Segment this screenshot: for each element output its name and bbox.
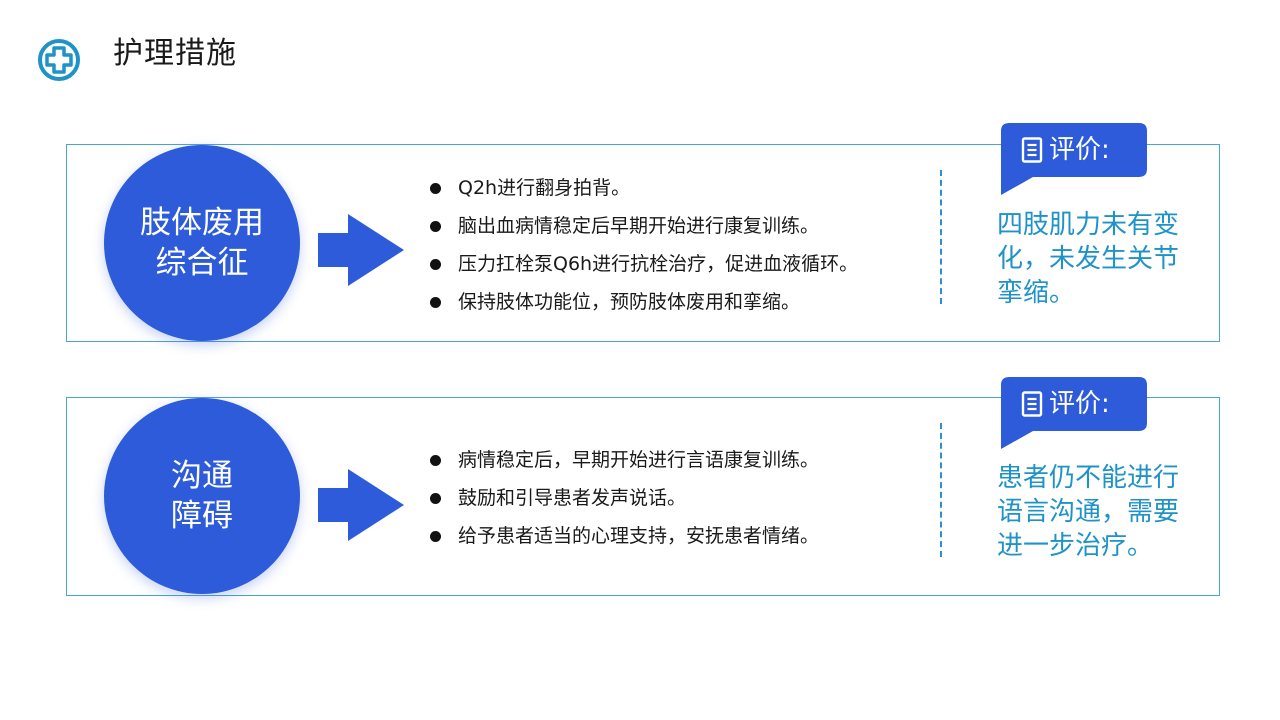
right-arrow-icon bbox=[318, 469, 404, 541]
topic-line-2: 障碍 bbox=[171, 498, 233, 534]
document-icon bbox=[1021, 391, 1043, 417]
topic-circle-limb-disuse: 肢体废用 综合征 bbox=[104, 145, 300, 341]
evaluation-text: 患者仍不能进行语言沟通，需要进一步治疗。 bbox=[997, 463, 1180, 561]
list-item: 压力扛栓泵Q6h进行抗栓治疗，促进血液循环。 bbox=[428, 251, 858, 277]
medical-cross-icon bbox=[37, 38, 81, 82]
topic-circle-communication: 沟通 障碍 bbox=[104, 398, 300, 594]
right-arrow-icon bbox=[318, 214, 404, 286]
document-icon bbox=[1021, 137, 1043, 163]
page-title: 护理措施 bbox=[113, 36, 237, 71]
topic-line-1: 肢体废用 bbox=[140, 205, 264, 241]
list-item: 保持肢体功能位，预防肢体废用和挛缩。 bbox=[428, 289, 858, 315]
evaluation-label: 评价: bbox=[1049, 389, 1110, 419]
evaluation-tag: 评价: bbox=[1001, 377, 1147, 449]
list-item: Q2h进行翻身拍背。 bbox=[428, 175, 858, 201]
list-item: 脑出血病情稳定后早期开始进行康复训练。 bbox=[428, 213, 858, 239]
topic-line-1: 沟通 bbox=[171, 458, 233, 494]
measures-list: Q2h进行翻身拍背。 脑出血病情稳定后早期开始进行康复训练。 压力扛栓泵Q6h进… bbox=[428, 175, 858, 327]
list-item: 病情稳定后，早期开始进行言语康复训练。 bbox=[428, 447, 819, 473]
dashed-divider bbox=[940, 423, 942, 557]
evaluation-tag: 评价: bbox=[1001, 123, 1147, 195]
dashed-divider bbox=[940, 170, 942, 304]
list-item: 给予患者适当的心理支持，安抚患者情绪。 bbox=[428, 523, 819, 549]
evaluation-label: 评价: bbox=[1049, 135, 1110, 165]
topic-line-2: 综合征 bbox=[155, 245, 249, 281]
measures-list: 病情稳定后，早期开始进行言语康复训练。 鼓励和引导患者发声说话。 给予患者适当的… bbox=[428, 447, 819, 561]
evaluation-text: 四肢肌力未有变化，未发生关节挛缩。 bbox=[997, 210, 1180, 308]
list-item: 鼓励和引导患者发声说话。 bbox=[428, 485, 819, 511]
